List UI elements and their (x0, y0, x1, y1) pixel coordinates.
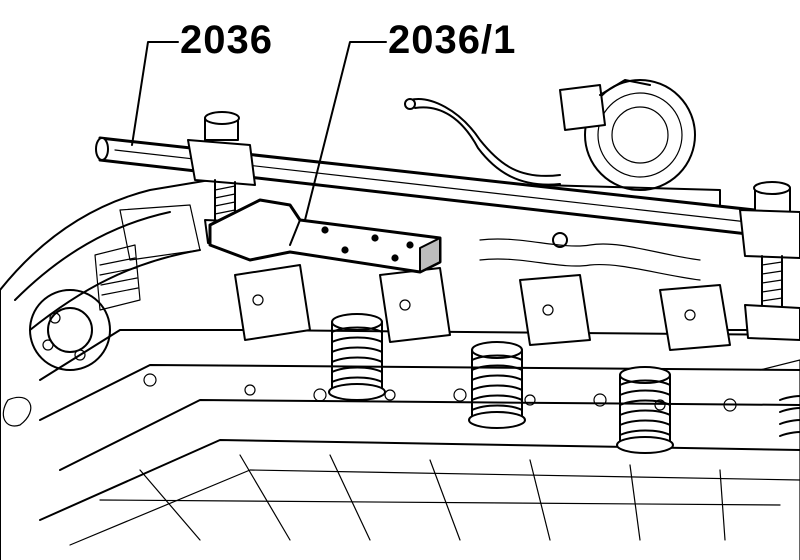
callout-label-2036: 2036 (180, 18, 273, 62)
bearing-caps (234, 264, 731, 351)
leader-2036-1 (304, 41, 387, 221)
tool-2036-right-clamp (739, 181, 800, 341)
tool-2036-1-plate (208, 198, 442, 274)
valve-spring (616, 366, 674, 454)
callout-leaders (131, 41, 387, 221)
callout-label-2036-1: 2036/1 (388, 18, 517, 62)
cylinder-head (0, 179, 800, 560)
egr-valve (404, 79, 721, 281)
valve-spring (468, 341, 526, 429)
leader-2036 (131, 41, 179, 146)
valve-spring (328, 313, 386, 401)
tool-2036-bar (95, 111, 800, 341)
valve-springs (328, 313, 800, 454)
